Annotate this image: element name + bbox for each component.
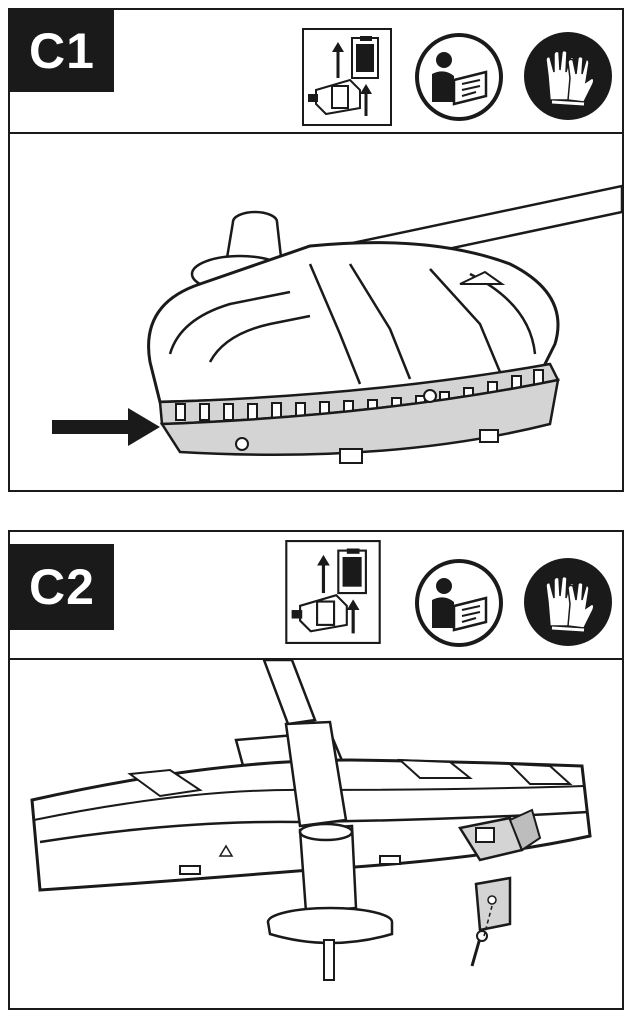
unplug-battery-icon bbox=[284, 540, 382, 644]
step-panel-c1: C1 bbox=[8, 8, 624, 492]
guard-illustration-c1 bbox=[10, 134, 622, 490]
step-header: C1 bbox=[10, 10, 622, 134]
step-panel-c2: C2 bbox=[8, 530, 624, 1010]
unplug-battery-icon bbox=[302, 28, 392, 126]
step-label: C1 bbox=[10, 10, 114, 92]
step-label: C2 bbox=[10, 544, 114, 630]
guard-illustration-c2 bbox=[10, 660, 622, 1008]
read-manual-icon bbox=[414, 558, 504, 648]
wear-gloves-icon bbox=[522, 556, 614, 648]
wear-gloves-icon bbox=[522, 30, 614, 122]
read-manual-icon bbox=[414, 32, 504, 122]
step-header: C2 bbox=[10, 532, 622, 660]
